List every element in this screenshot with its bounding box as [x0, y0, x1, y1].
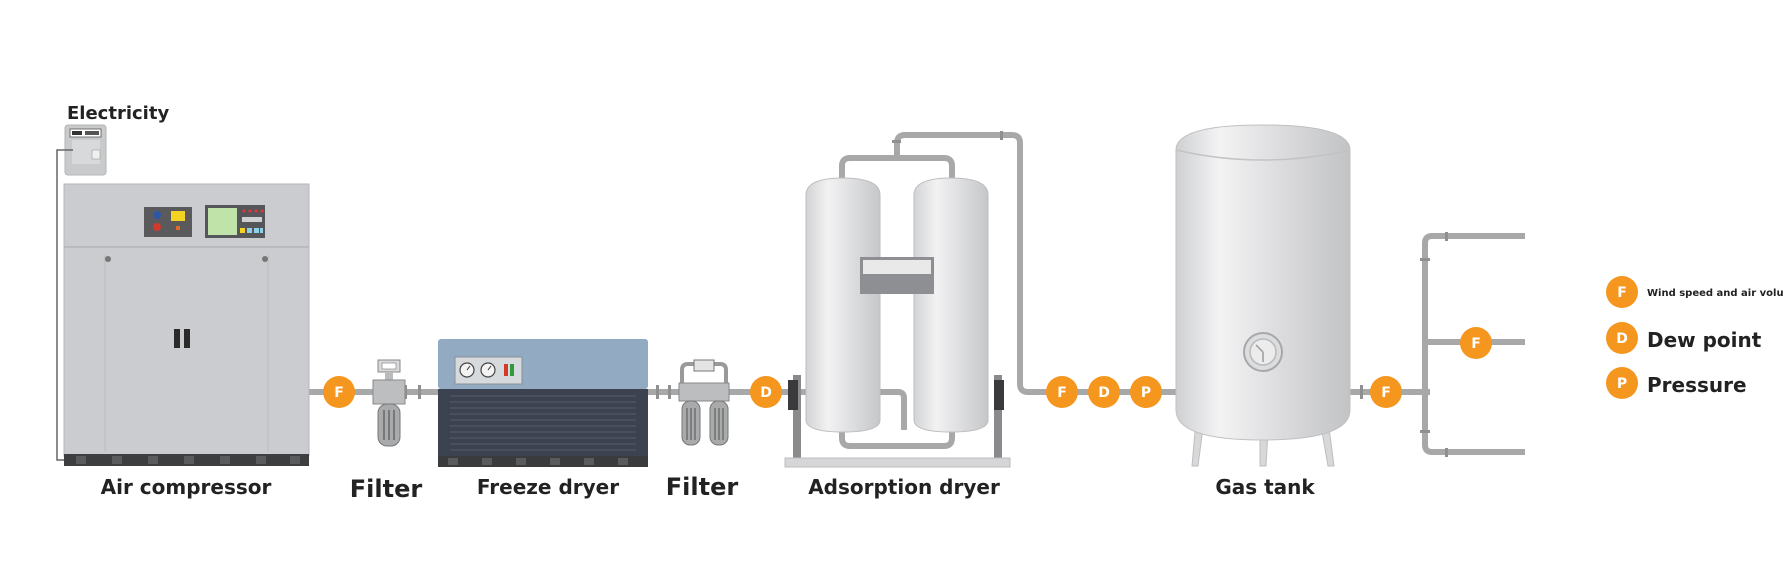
legend-item-wind-speed: F Wind speed and air volume: [1606, 276, 1783, 308]
legend-text: Wind speed and air volume: [1647, 288, 1783, 299]
svg-text:P: P: [1141, 385, 1151, 401]
adsorption-tower-right: [913, 177, 989, 433]
svg-text:F: F: [1617, 285, 1627, 301]
legend: F Wind speed and air volume D Dew point …: [1606, 276, 1783, 399]
legend-badge: [1606, 322, 1638, 354]
power-cable: [56, 149, 73, 461]
sensor-d-filter-outlet: D: [750, 376, 782, 408]
sensor-p-adsorption-outlet: P: [1130, 376, 1162, 408]
svg-text:F: F: [1381, 385, 1391, 401]
legend-item-dew-point: D Dew point: [1606, 322, 1762, 354]
pipe-adsorption-outlet: [894, 132, 1180, 395]
sensor-f-compressor-outlet: F: [323, 376, 355, 408]
legend-item-pressure: P Pressure: [1606, 367, 1747, 399]
legend-badge: [1606, 276, 1638, 308]
start-button-icon: [153, 211, 161, 219]
svg-text:F: F: [1057, 385, 1067, 401]
freeze-dryer-grille: [438, 389, 648, 456]
svg-text:P: P: [1617, 376, 1627, 392]
freeze-dryer-label: Freeze dryer: [477, 475, 619, 499]
legend-text: Pressure: [1647, 373, 1747, 397]
freeze-dryer: [438, 339, 648, 467]
electricity-label: Electricity: [67, 103, 169, 124]
sensor-badges: F D F D P F F: [323, 327, 1492, 408]
svg-text:F: F: [334, 385, 344, 401]
meter-switch: [91, 149, 101, 160]
adsorption-tower-left: [805, 177, 881, 433]
stop-button-icon: [153, 223, 161, 231]
sensor-f-adsorption-outlet: F: [1046, 376, 1078, 408]
pipe-adsorption-bottom-loop: [839, 420, 955, 449]
compressor-screen: [208, 208, 237, 235]
sensor-d-adsorption-outlet: D: [1088, 376, 1120, 408]
adsorption-dryer: [784, 177, 1011, 468]
sensor-f-distribution: F: [1460, 327, 1492, 359]
electricity-unit: Electricity: [56, 103, 169, 461]
filter-2: [678, 359, 730, 446]
adsorption-dryer-label: Adsorption dryer: [808, 475, 1000, 499]
right-door-handle: [184, 329, 190, 348]
filter-1: [372, 359, 406, 447]
pipe-adsorption-inlet: [842, 389, 907, 430]
tank-body: [1175, 124, 1351, 441]
svg-text:D: D: [1098, 385, 1110, 401]
freeze-dryer-base: [438, 456, 648, 467]
adsorption-base: [784, 457, 1011, 468]
left-door-handle: [174, 329, 180, 348]
filter-2-label: Filter: [666, 473, 739, 501]
air-compressor: [63, 183, 310, 466]
gas-tank-label: Gas tank: [1215, 475, 1315, 499]
legend-badge: [1606, 367, 1638, 399]
legend-text: Dew point: [1647, 328, 1762, 352]
gas-tank: [1175, 124, 1351, 467]
svg-text:F: F: [1471, 336, 1481, 352]
svg-text:D: D: [760, 385, 772, 401]
air-compressor-label: Air compressor: [101, 475, 272, 499]
filter-1-label: Filter: [350, 475, 423, 503]
sensor-f-tank-outlet: F: [1370, 376, 1402, 408]
svg-text:D: D: [1616, 331, 1628, 347]
